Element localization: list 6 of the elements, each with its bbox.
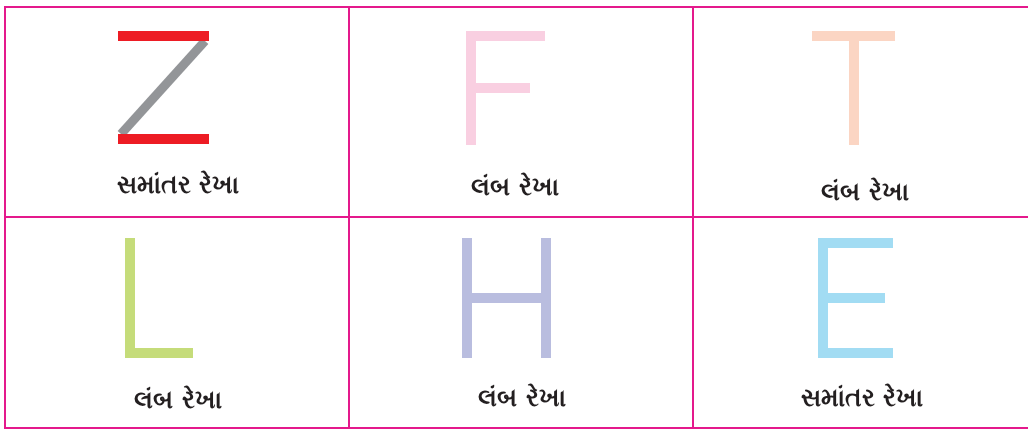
caption: લંબ રેખા <box>134 385 222 415</box>
caption: લંબ રેખા <box>478 383 566 413</box>
caption: સમાંતર રેખા <box>116 170 240 200</box>
caption: લંબ રેખા <box>821 177 909 207</box>
caption: સમાંતર રેખા <box>800 383 924 413</box>
caption: લંબ રેખા <box>471 172 559 202</box>
